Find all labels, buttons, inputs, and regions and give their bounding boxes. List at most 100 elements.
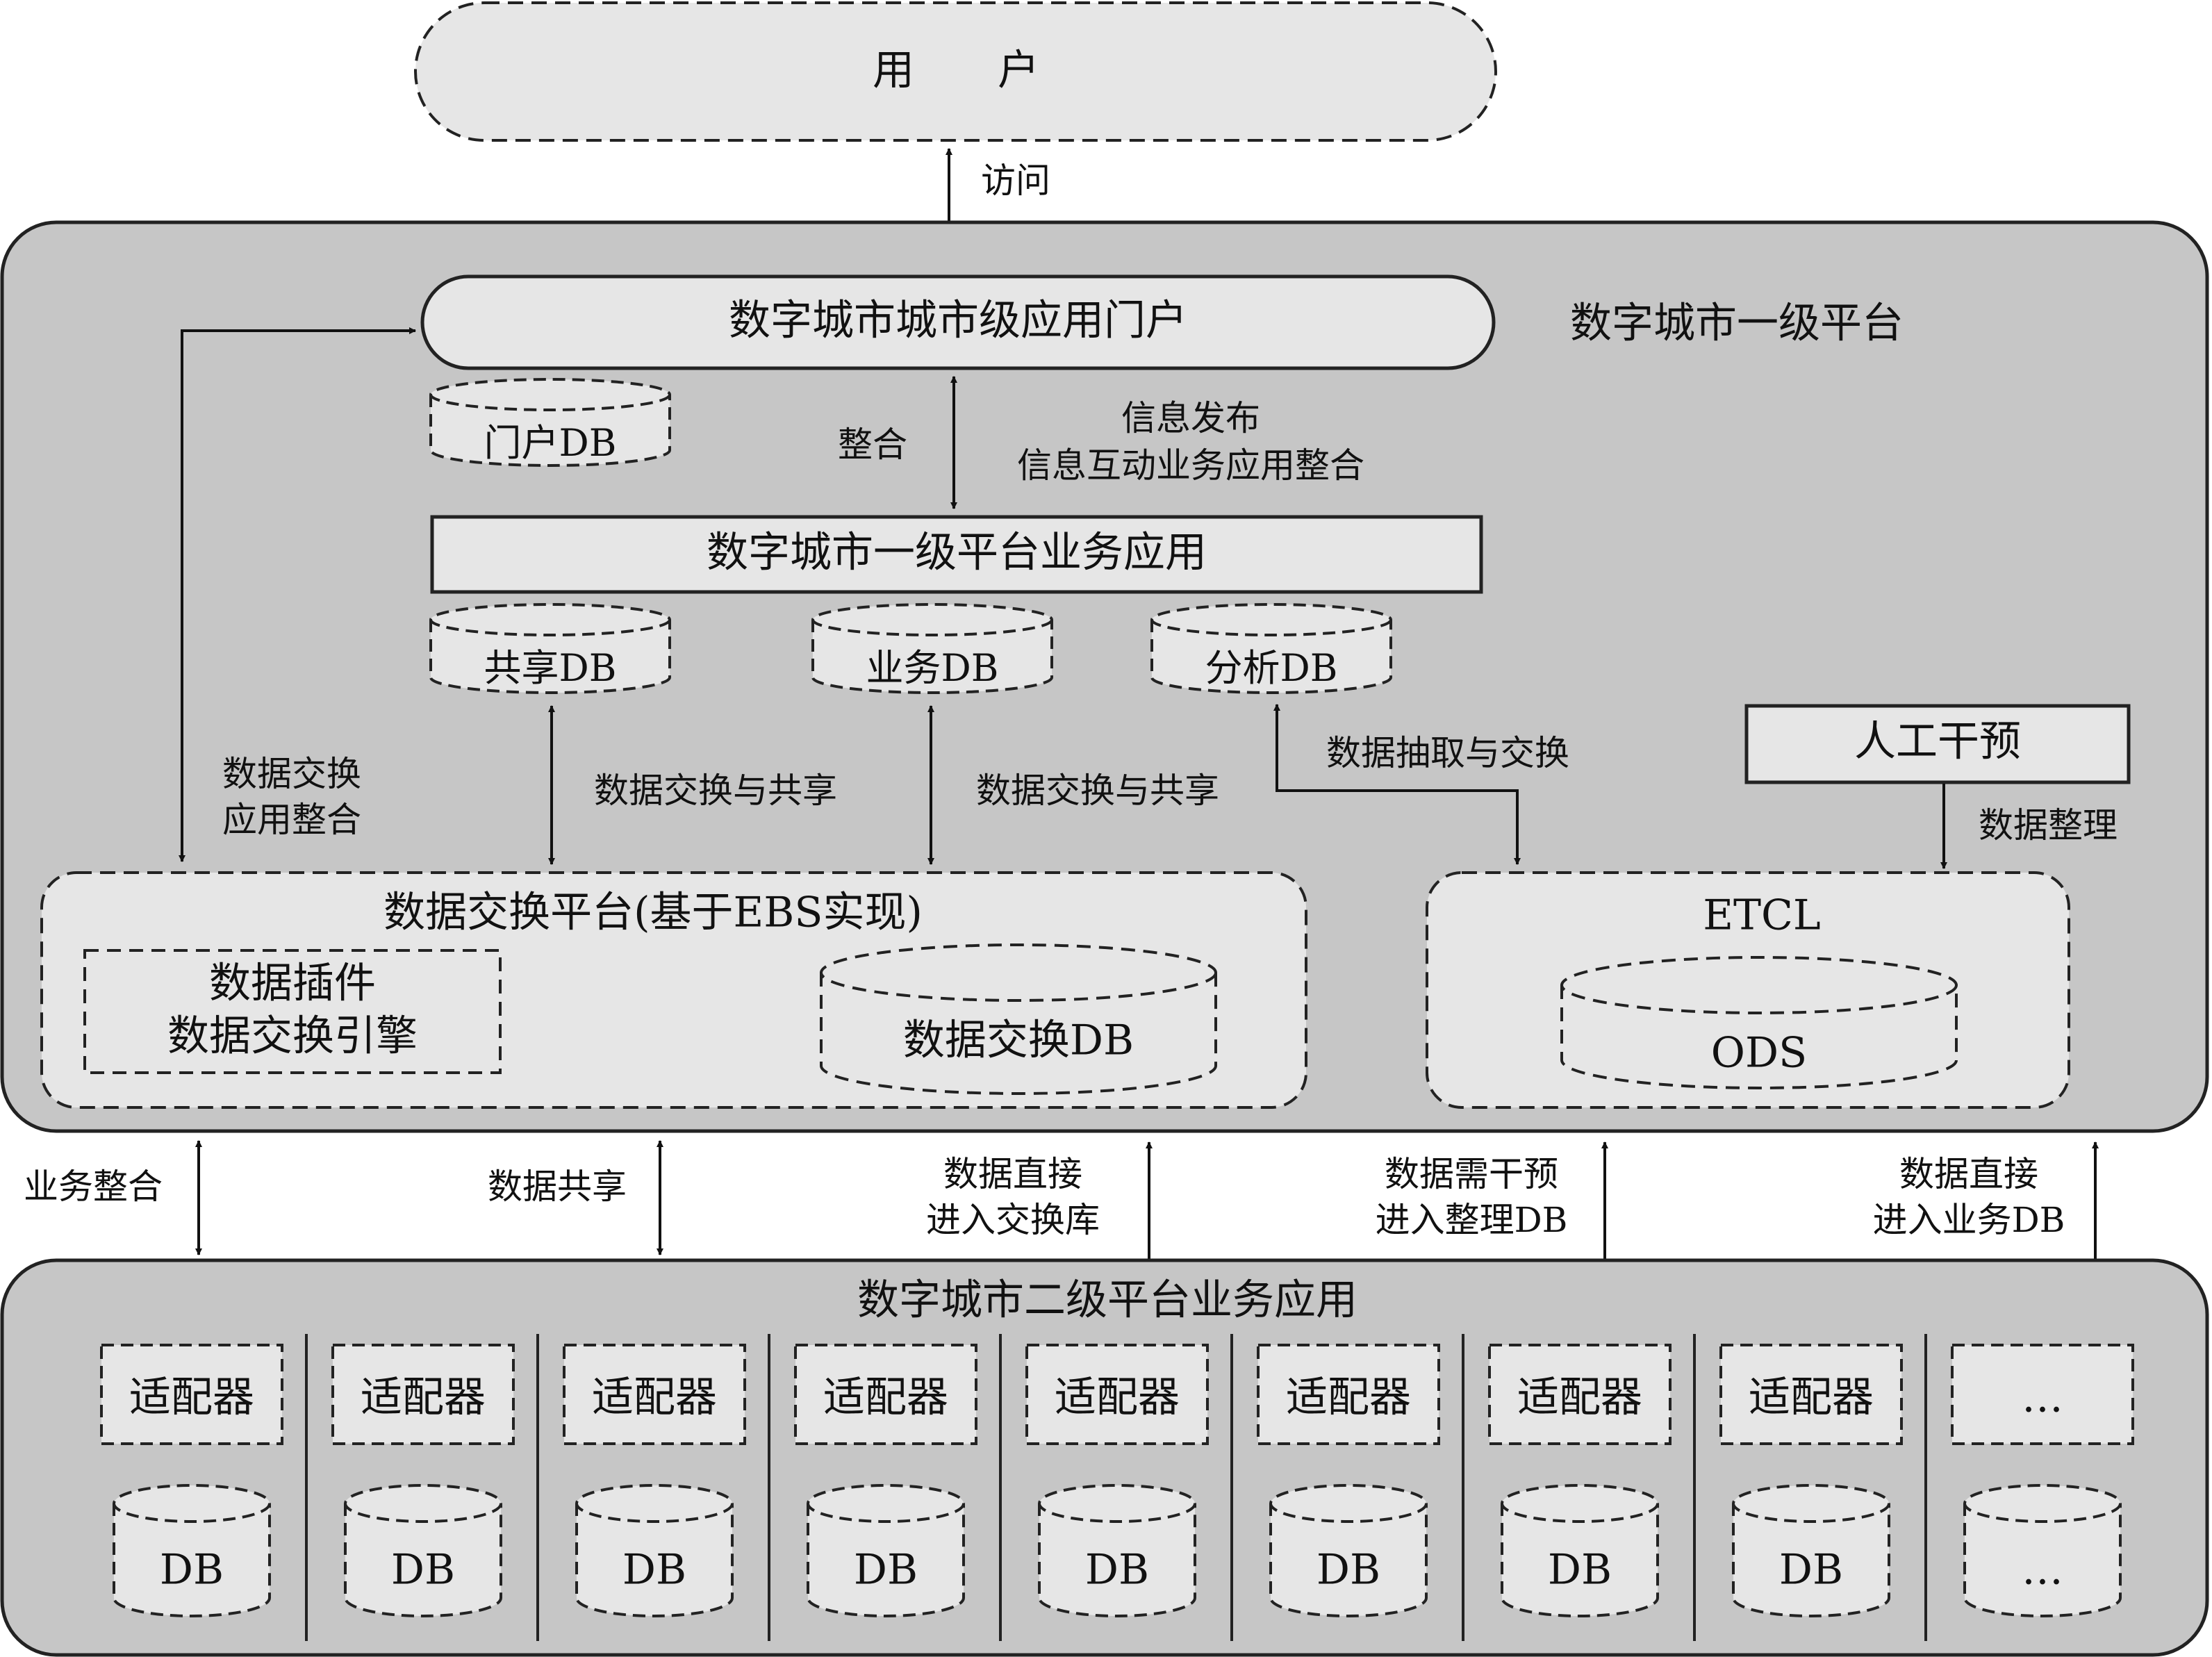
exchange-db: 数据交换DB [820,943,1217,1095]
adapter-label: 适配器 [361,1374,486,1422]
share-db-label: 共享DB [484,646,617,690]
analysis-db-label: 分析DB [1205,646,1338,690]
exchange-integrate-line2: 应用整合 [222,800,361,840]
etcl-label: ETCL [1703,891,1821,940]
needs-intervention-line2: 进入整理DB [1376,1200,1568,1240]
db-cylinder-body [1501,1503,1659,1617]
db-cylinder-top [1269,1484,1428,1523]
integrate-label: 整合 [838,424,907,465]
db-label: DB [1317,1546,1380,1594]
level2-title: 数字城市二级平台业务应用 [857,1276,1357,1325]
exchange-integrate-arrow [179,327,416,862]
db-cylinder-body [1732,1503,1890,1617]
adapter-box [1951,1344,2134,1445]
share-exchange-label: 数据交换与共享 [594,770,837,811]
db-cylinder-top [113,1484,271,1523]
direct-exchange-line2: 进入交换库 [926,1200,1100,1240]
access-label: 访问 [981,160,1050,201]
exchange-platform: 数据交换平台(基于EBS实现) 数据插件 数据交换引擎 数据交换DB [40,871,1307,1109]
adapter-label: 适配器 [1055,1374,1180,1422]
direct-business-line2: 进入业务DB [1873,1200,2065,1240]
db-label: DB [622,1546,686,1594]
db-cylinder-top [575,1484,734,1523]
adapter-box [1257,1344,1440,1445]
adapter-label: 适配器 [1517,1374,1642,1422]
db-cylinder-body [344,1503,502,1617]
exchange-platform-title: 数据交换平台(基于EBS实现) [383,889,923,937]
adapter-label: … [2022,1374,2063,1422]
level2-column: 适配器 DB [1257,1344,1440,1617]
db-cylinder-body [113,1503,271,1617]
db-label: DB [1085,1546,1149,1594]
needs-intervention-line1: 数据需干预 [1385,1154,1558,1194]
adapter-label: 适配器 [1286,1374,1411,1422]
portal-db-label: 门户DB [484,421,617,465]
adapter-box [100,1344,283,1445]
level2-column: 适配器 DB [1488,1344,1672,1617]
db-cylinder-top [1501,1484,1659,1523]
adapter-label: 适配器 [129,1374,254,1422]
business-exchange-label: 数据交换与共享 [976,770,1219,811]
level2-column: 适配器 DB [331,1344,515,1617]
inter-level-links: 业务整合 数据共享 数据直接 进入交换库 数据需干预 进入整理DB 数据直接 进… [24,1140,2099,1259]
db-cylinder-body [1038,1503,1196,1617]
data-sharing-label: 数据共享 [488,1167,627,1207]
exchange-engine: 数据插件 数据交换引擎 [83,949,502,1074]
db-cylinder-body [807,1503,965,1617]
db-label: DB [1548,1546,1612,1594]
direct-exchange-line1: 数据直接 [943,1154,1082,1194]
business-db-label: 业务DB [866,646,999,690]
db-cylinder-top [1038,1484,1196,1523]
extract-exchange-label: 数据抽取与交换 [1326,733,1569,773]
level2-column: 适配器 DB [794,1344,977,1617]
direct-business-line1: 数据直接 [1899,1154,2038,1194]
db-label: DB [391,1546,455,1594]
level1-platform: 数字城市一级平台 数字城市城市级应用门户 门户DB 整合 信息发布 信息互动业务… [0,220,2209,1133]
adapter-label: 适配器 [1749,1374,1874,1422]
level2-column: 适配器 DB [563,1344,746,1617]
adapter-box [563,1344,746,1445]
level1-title: 数字城市一级平台 [1570,299,1904,348]
business-app-node: 数字城市一级平台业务应用 [430,515,1483,594]
portal-db: 门户DB [429,378,671,467]
ods-label: ODS [1711,1029,1807,1078]
exchange-integrate-line1: 数据交换 [222,754,361,794]
db-label: DB [160,1546,224,1594]
adapter-box [1719,1344,1903,1445]
exchange-db-label: 数据交换DB [903,1016,1134,1065]
level2-columns: 适配器 DB 适配器 DB 适配器 DB 适配器 DB 适配器 DB 适配器 DB 适配器 DB 适配器 DB… [100,1334,2134,1641]
db-cylinder-top [344,1484,502,1523]
user-label: 用 户 [873,47,1039,95]
portal-node: 数字城市城市级应用门户 [420,274,1496,370]
adapter-box [331,1344,515,1445]
db-cylinder-top [807,1484,965,1523]
db-cylinder-top [1963,1484,2122,1523]
level2-platform: 数字城市二级平台业务应用 适配器DB适配器DB适配器DB适配器DB适配器DB适配… [0,1258,2209,1657]
level2-column: 适配器 DB [100,1344,283,1617]
db-cylinder-body [1963,1503,2122,1617]
business-db: 业务DB [811,603,1053,694]
adapter-box [1488,1344,1672,1445]
analysis-db: 分析DB [1150,603,1392,694]
db-cylinder-body [1269,1503,1428,1617]
exchange-engine-line1: 数据插件 [209,959,376,1008]
exchange-engine-line2: 数据交换引擎 [167,1012,418,1061]
db-label: DB [854,1546,918,1594]
adapter-label: 适配器 [592,1374,717,1422]
business-app-label: 数字城市一级平台业务应用 [707,529,1207,577]
manual-intervention-node: 人工干预 [1744,704,2131,784]
portal-label: 数字城市城市级应用门户 [729,297,1187,345]
data-cleanup-label: 数据整理 [1979,805,2118,846]
adapter-label: 适配器 [823,1374,948,1422]
extract-exchange-arrow [1273,704,1521,865]
adapter-box [1025,1344,1209,1445]
manual-intervention-label: 人工干预 [1854,718,2021,766]
db-label: DB [1779,1546,1843,1594]
level2-column: 适配器 DB [1719,1344,1903,1617]
db-cylinder-top [1732,1484,1890,1523]
publish-line2: 信息互动业务应用整合 [1017,445,1364,486]
ods-db: ODS [1560,956,1958,1089]
share-db: 共享DB [429,603,671,694]
access-arrow: 访问 [946,148,1050,265]
